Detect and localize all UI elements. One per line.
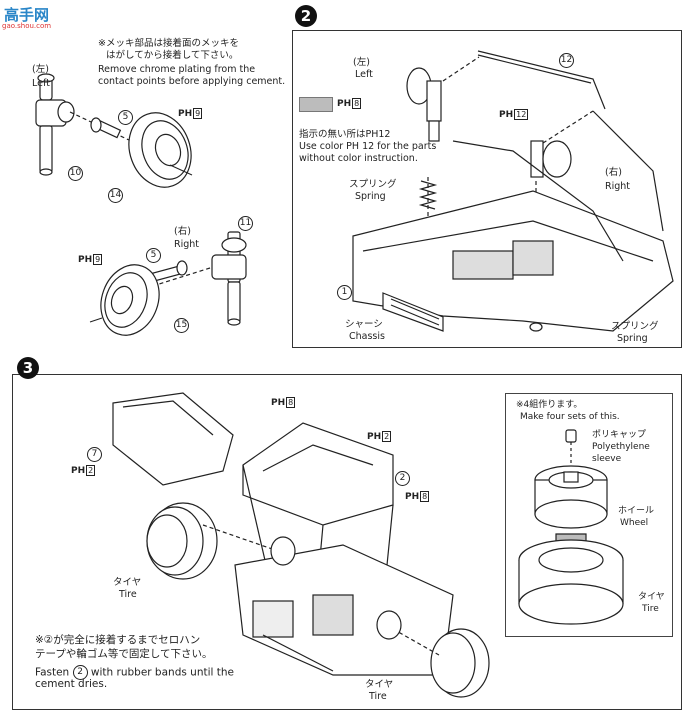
ph-label: PH: [78, 255, 93, 265]
watermark-domain: gao.shou.com: [2, 22, 52, 30]
ph-number: 8: [286, 397, 296, 408]
wheel-label-jp: ホイール: [618, 506, 655, 516]
part-1: 1: [337, 285, 352, 300]
ph-number: 8: [420, 491, 430, 502]
step3-tire-jp: タイヤ: [113, 577, 142, 588]
watermark-logo: 高手网 gao.shou.com: [0, 0, 78, 34]
note-en-fasten: Fasten: [35, 666, 70, 679]
part-2: 2: [395, 471, 410, 486]
step3-note-en-1: Fasten 2 with rubber bands until the: [35, 665, 234, 680]
ph-number: 2: [86, 465, 96, 476]
step3-tire2-en: Tire: [369, 691, 387, 702]
step1-left-jp: (左): [32, 64, 49, 75]
part-15: 15: [174, 318, 189, 333]
wheel-note-en: Make four sets of this.: [520, 412, 620, 422]
ph-number: 8: [352, 98, 362, 109]
ph-label: PH: [178, 109, 193, 119]
color-swatch: [299, 97, 333, 112]
step1-left-en: Left: [32, 78, 50, 89]
wheel-note-jp: ※4組作ります。: [516, 400, 583, 410]
ph-number: 9: [193, 108, 203, 119]
step1-right-en: Right: [174, 239, 200, 250]
step2-spring-en: Spring: [355, 191, 386, 202]
wheel-label-en: Wheel: [620, 518, 649, 528]
step2-left-jp: (左): [353, 57, 370, 68]
step2-chassis-en: Chassis: [349, 331, 385, 342]
step3-drawing: [112, 392, 490, 698]
part-11: 11: [238, 216, 253, 231]
part-5a: 5: [118, 110, 133, 125]
step2-number: 2: [295, 5, 317, 27]
step1-note-jp-2: はがしてから接着して下さい。: [106, 50, 239, 61]
step2-color-note-en-2: without color instruction.: [299, 153, 418, 164]
ph-number: 2: [382, 431, 392, 442]
step2-right-en: Right: [605, 181, 631, 192]
step1-right-jp: (右): [174, 226, 191, 237]
watermark-title: 高手网: [4, 6, 50, 24]
step3-tire-en: Tire: [119, 589, 137, 600]
step3-note-jp-2: テープや輪ゴム等で固定して下さい。: [35, 648, 213, 660]
ph-number: 12: [514, 109, 529, 120]
wheel-drawing: [518, 429, 624, 625]
step2-left-en: Left: [355, 69, 373, 80]
part-5b: 5: [146, 248, 161, 263]
step2-right-jp: (右): [605, 167, 622, 178]
step1-note-jp-1: ※メッキ部品は接着面のメッキを: [98, 38, 239, 49]
step2-spring2-en: Spring: [617, 333, 648, 344]
step1-note-en-2: contact points before applying cement.: [98, 76, 286, 87]
step2-chassis-jp: シャーシ: [345, 319, 383, 330]
step2-spring-jp: スプリング: [349, 179, 397, 190]
wheel-assembly-box: ※4組作ります。 Make four sets of this. ポリキャップ …: [505, 393, 673, 637]
part-10: 10: [68, 166, 83, 181]
step1-note-en-1: Remove chrome plating from the: [98, 64, 256, 75]
step3-tire2-jp: タイヤ: [365, 679, 394, 690]
sleeve-en-2: sleeve: [592, 454, 622, 464]
step3-note-en-3: cement dries.: [35, 678, 108, 690]
ph-number: 9: [93, 254, 103, 265]
sleeve-en-1: Polyethylene: [592, 442, 650, 452]
wheel-tire-jp: タイヤ: [638, 592, 665, 602]
step2-color-note-jp: 指示の無い所はPH12: [299, 129, 391, 140]
part-12: 12: [559, 53, 574, 68]
step3-note-jp-1: ※②が完全に接着するまでセロハン: [35, 634, 201, 646]
note-en-rest: with rubber bands until the: [90, 666, 234, 679]
wheel-tire-en: Tire: [642, 604, 659, 614]
step2-spring2-jp: スプリング: [611, 321, 659, 332]
part-7: 7: [87, 447, 102, 462]
step2-color-note-en-1: Use color PH 12 for the parts: [299, 141, 437, 152]
step3-number: 3: [17, 357, 39, 379]
note-part-2: 2: [72, 665, 88, 680]
sleeve-jp: ポリキャップ: [592, 430, 647, 440]
step2-drawing: [352, 50, 674, 332]
part-14: 14: [108, 188, 123, 203]
